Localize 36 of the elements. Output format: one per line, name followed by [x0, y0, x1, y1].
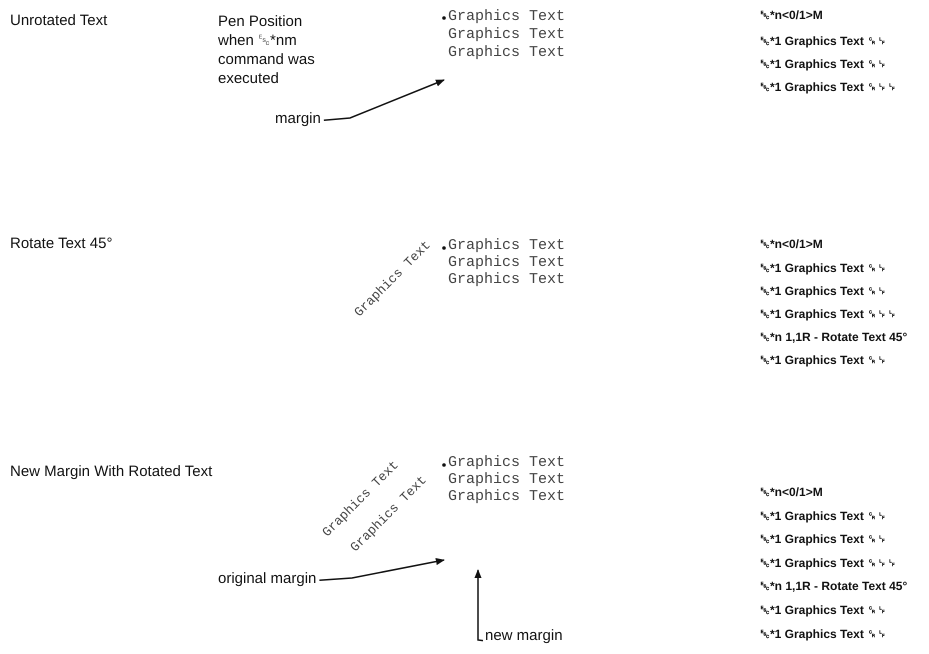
sample-text: Graphics Text: [448, 254, 566, 271]
command-line: ␛*1 Graphics Text ␍␊: [760, 261, 888, 275]
command-line: ␛*1 Graphics Text ␍␊: [760, 532, 888, 546]
sample-text: Graphics Text: [448, 471, 566, 488]
leader-line: [324, 79, 445, 121]
section-heading: New Margin With Rotated Text: [10, 463, 212, 480]
command-line: ␛*1 Graphics Text ␍␊: [760, 353, 888, 367]
margin-label: margin: [275, 110, 321, 127]
command-line: ␛*1 Graphics Text ␍␊: [760, 603, 888, 617]
command-line: ␛*n<0/1>M: [760, 485, 823, 499]
pen-position-note: Pen Position when ␛*nm command was executed: [218, 12, 316, 88]
sample-text: Graphics Text: [448, 454, 566, 471]
command-line: ␛*1 Graphics Text ␍␊␊: [760, 80, 898, 94]
command-line: ␛*1 Graphics Text ␍␊: [760, 34, 888, 48]
sample-text: Graphics Text: [448, 488, 566, 505]
command-line: ␛*n<0/1>M: [760, 237, 823, 251]
sample-text: Graphics Text: [448, 26, 566, 43]
command-line: ␛*1 Graphics Text ␍␊: [760, 284, 888, 298]
command-line: ␛*n 1,1R - Rotate Text 45°: [760, 330, 908, 344]
sample-text: Graphics Text: [448, 237, 566, 254]
sample-text: Graphics Text: [448, 8, 566, 25]
sample-text: Graphics Text: [448, 271, 566, 288]
section-heading: Unrotated Text: [10, 12, 108, 29]
leader-line: [319, 558, 445, 581]
section-heading: Rotate Text 45°: [10, 235, 112, 252]
margin-label: new margin: [485, 627, 563, 644]
command-line: ␛*1 Graphics Text ␍␊: [760, 509, 888, 523]
command-line: ␛*1 Graphics Text ␍␊␊: [760, 556, 898, 570]
sample-text: Graphics Text: [448, 44, 566, 61]
command-line: ␛*n 1,1R - Rotate Text 45°: [760, 579, 908, 593]
command-line: ␛*1 Graphics Text ␍␊␊: [760, 307, 898, 321]
command-line: ␛*n<0/1>M: [760, 8, 823, 22]
command-line: ␛*1 Graphics Text ␍␊: [760, 627, 888, 641]
command-line: ␛*1 Graphics Text ␍␊: [760, 57, 888, 71]
margin-label: original margin: [218, 570, 316, 587]
leader-line: [474, 569, 484, 642]
